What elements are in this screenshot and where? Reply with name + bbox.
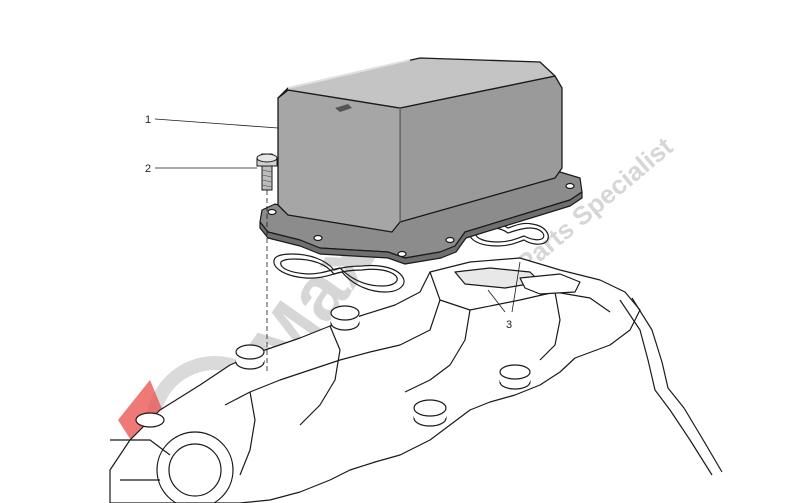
callout-2-label: 2: [145, 163, 151, 175]
gasket-lower: [273, 253, 405, 293]
arrow-mark-icon: [335, 104, 352, 112]
bolt: [256, 153, 278, 191]
engine-block: [109, 257, 723, 503]
callout-1-label: 1: [145, 114, 151, 126]
cover-housing: [277, 57, 563, 233]
callout-3-label: 3: [506, 319, 512, 331]
leader-lines: [154, 118, 521, 313]
